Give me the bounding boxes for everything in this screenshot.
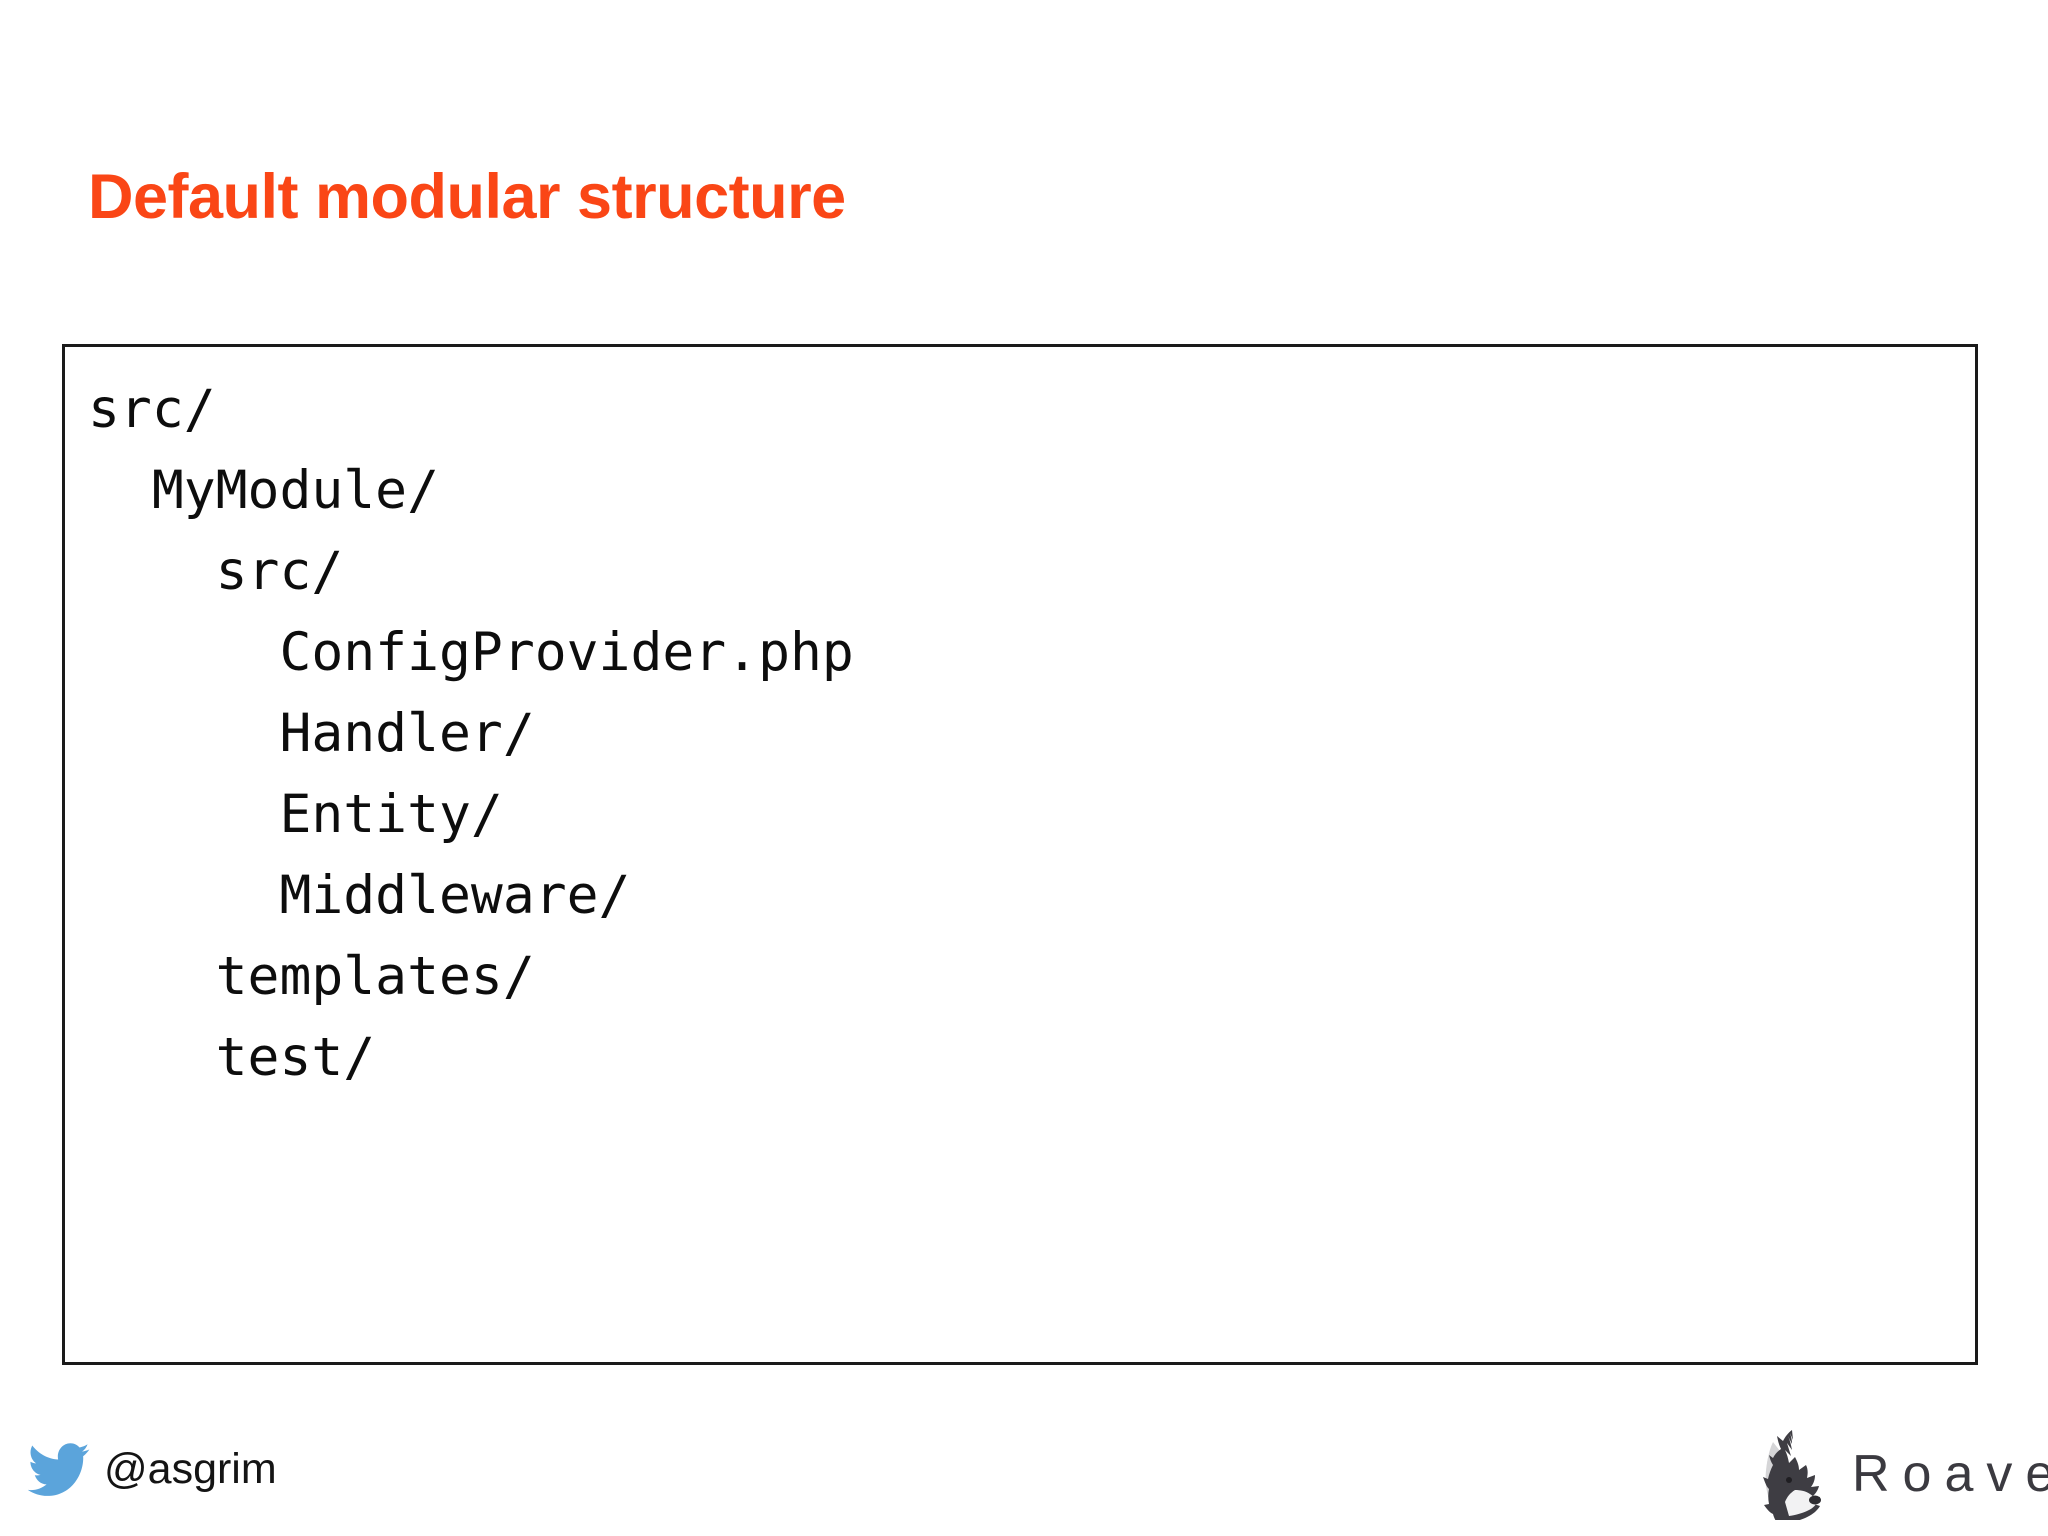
- code-line: templates/: [88, 946, 535, 1007]
- code-line: MyModule/: [88, 460, 439, 521]
- roave-wordmark-label: Roave: [1852, 1445, 2048, 1503]
- code-line: Middleware/: [88, 865, 631, 926]
- twitter-bird-icon: [28, 1438, 90, 1500]
- code-line: test/: [88, 1027, 376, 1088]
- code-line: Handler/: [88, 703, 535, 764]
- code-line: ConfigProvider.php: [88, 622, 854, 683]
- directory-structure-listing: src/ MyModule/ src/ ConfigProvider.php H…: [88, 369, 854, 1098]
- twitter-handle-label: @asgrim: [104, 1445, 277, 1493]
- code-line: src/: [88, 379, 216, 440]
- roave-collie-head-icon: [1762, 1428, 1848, 1520]
- code-block-panel: src/ MyModule/ src/ ConfigProvider.php H…: [62, 344, 1978, 1365]
- roave-logo: Roave: [1762, 1428, 2048, 1520]
- page-title: Default modular structure: [88, 162, 846, 233]
- code-line: src/: [88, 541, 344, 602]
- code-line: Entity/: [88, 784, 503, 845]
- twitter-credit: @asgrim: [28, 1438, 277, 1500]
